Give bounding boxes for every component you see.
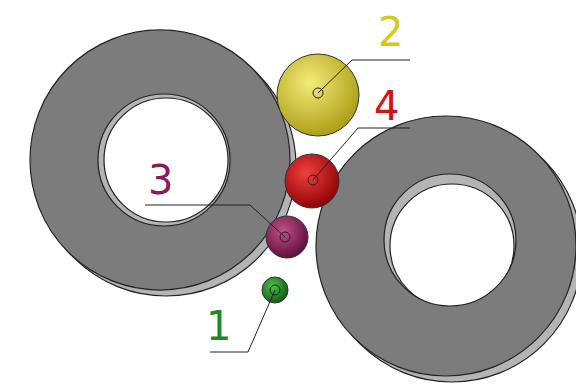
callout-number: 3: [148, 160, 173, 200]
callout-number: 1: [206, 306, 231, 346]
ball-3: [266, 216, 308, 258]
center-marks: [270, 88, 323, 295]
leader-lines: [145, 60, 410, 352]
callout-number: 4: [374, 86, 399, 126]
callout-number: 2: [378, 12, 403, 52]
ball-2: [277, 54, 359, 136]
left-ring: [30, 30, 296, 296]
ball-4: [285, 154, 339, 208]
right-ring: [316, 116, 576, 382]
